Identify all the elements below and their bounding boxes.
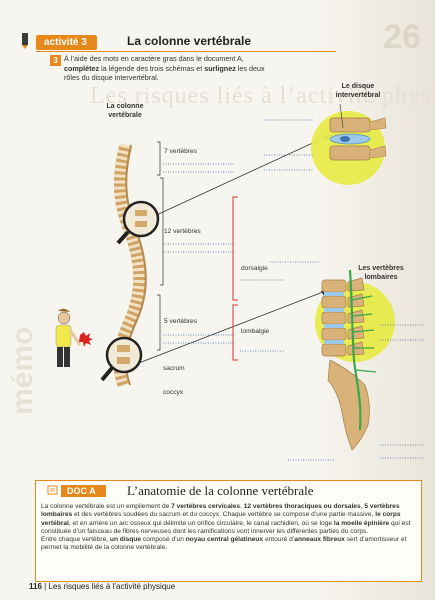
doc-segment: la moelle épinière (333, 519, 390, 527)
doc-segment: , (360, 503, 365, 510)
question-number: 3 (50, 55, 61, 66)
arrow-to-disc (149, 134, 331, 219)
doc-segment: un disque (109, 536, 142, 544)
magnifier-lumbar (100, 336, 143, 382)
person-back-pain-illustration (55, 308, 93, 367)
doc-segment: le corps vertébral (41, 511, 401, 527)
doc-segment: noyau central gélatineux (185, 536, 264, 544)
instruction-segment: les deux rôles du disque intervertébral. (64, 63, 265, 83)
label-5-vertebrae: 5 vertèbres (164, 318, 197, 325)
doc-segment: , (240, 503, 244, 510)
footer-separator: | (44, 582, 49, 591)
instruction-segment: surlignez (204, 63, 236, 73)
answer-lines (163, 119, 425, 461)
ghost-chapter-title: Les risques liés à l’activité physique (90, 83, 435, 109)
instruction-segment: complétez (64, 63, 100, 73)
doc-segment: et des vertèbres soudées du sacrum et du… (72, 511, 376, 519)
label-7-vertebrae: 7 vertèbres (164, 148, 197, 155)
chapter-name: Les risques liés à l’activité physique (48, 582, 176, 591)
lumbar-inset (315, 269, 395, 451)
pencil-icon (22, 33, 28, 49)
doc-segment: Entre chaque vertèbre, (41, 536, 110, 544)
doc-segment: , et en arrière un arc osseux qui délimi… (68, 519, 334, 527)
activity-title: La colonne vertébrale (127, 34, 252, 48)
doc-segment: entouré d’ (263, 536, 295, 544)
document-title: L’anatomie de la colonne vertébrale (127, 483, 314, 498)
label-coccyx: coccyx (163, 389, 184, 396)
doc-segment: qui est constituée d’un faisceau de fibr… (41, 519, 411, 535)
document-badge: DOC A (61, 485, 106, 497)
label-dorsalgie: dorsalgie (241, 265, 268, 272)
document-icon (47, 485, 58, 495)
arrow-to-lumbar (125, 289, 329, 369)
doc-segment: sert d’amortisseur et permet la mobilité… (41, 536, 407, 552)
doc-segment: 12 vertèbres thoraciques ou dorsales (243, 503, 361, 510)
pain-icon (79, 332, 93, 347)
label-lombalgie: lombalgie (241, 328, 270, 335)
ghost-chapter-number: 26 (383, 18, 421, 56)
page-number: 116 (29, 582, 42, 591)
header-divider (36, 51, 336, 52)
activity-badge: activité 3 (36, 35, 97, 50)
doc-segment: anneaux fibreux (294, 536, 345, 544)
disc-inset (311, 111, 387, 185)
instruction-segment: À l’aide des mots en caractère gras dans… (64, 54, 244, 63)
doc-segment: composé d’un (141, 536, 186, 544)
doc-segment: La colonne vertébrale est un empilement … (41, 503, 172, 510)
page-footer: 116 | Les risques liés à l’activité phys… (29, 582, 175, 591)
document-text: La colonne vertébrale est un empilement … (41, 503, 415, 553)
doc-segment: 7 vertèbres cervicales (171, 503, 241, 510)
spine-diagram (55, 103, 425, 461)
label-sacrum: sacrum (163, 365, 185, 372)
label-12-vertebrae: 12 vertèbres (164, 228, 201, 235)
question-instruction: À l’aide des mots en caractère gras dans… (64, 54, 279, 83)
magnifier-thoracic (116, 200, 160, 245)
document-a-box (35, 480, 422, 582)
doc-segment: 5 vertèbres lombaires (41, 503, 400, 519)
instruction-segment: la légende des trois schémas et (99, 63, 205, 73)
